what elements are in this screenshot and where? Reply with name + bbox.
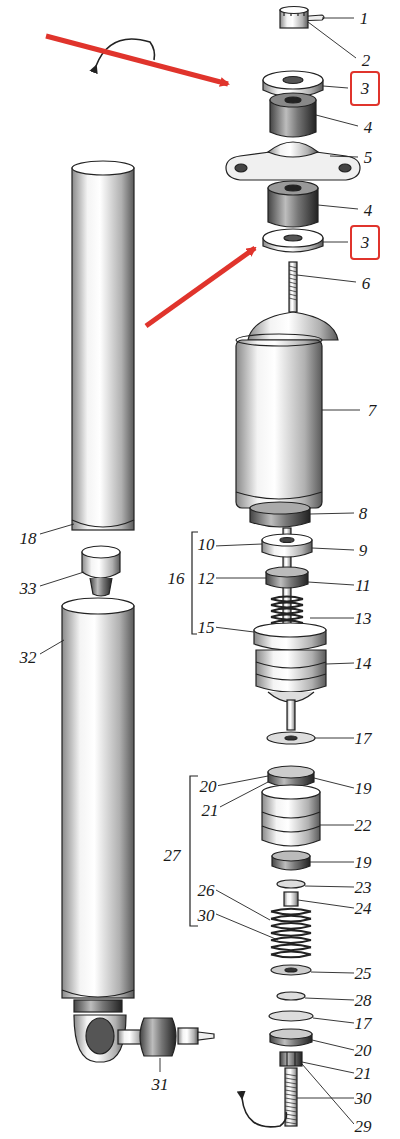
thread-line <box>285 1122 297 1124</box>
callout-number: 5 <box>363 149 374 166</box>
thread-line <box>285 1074 297 1076</box>
outer-tube <box>72 161 134 530</box>
callout-number: 1 <box>359 10 370 27</box>
callout-number: 32 <box>19 649 38 666</box>
callout-number: 18 <box>19 530 38 547</box>
seal-ring <box>266 567 308 588</box>
callout-number: 15 <box>197 619 216 636</box>
thread-line <box>285 1086 297 1088</box>
thread-line <box>285 1094 297 1096</box>
thread-line <box>289 290 297 292</box>
eye-bushing <box>118 1018 214 1056</box>
washer <box>267 732 315 744</box>
reservoir-tube <box>62 598 134 998</box>
nut <box>280 1052 302 1066</box>
callout-number: 20 <box>354 1042 373 1059</box>
callout-number: 4 <box>363 119 374 136</box>
callout-number: 2 <box>361 52 372 69</box>
callout-number: 17 <box>354 730 373 747</box>
thread-line <box>285 1090 297 1092</box>
callout-number: 22 <box>354 817 373 834</box>
callout-number: 16 <box>167 570 186 587</box>
callout-number: 27 <box>163 847 182 864</box>
rubber-bushing <box>270 93 316 137</box>
washer <box>269 1011 313 1021</box>
base-valve <box>82 546 120 596</box>
ring <box>250 502 310 527</box>
thread-line <box>289 274 297 276</box>
callout-number: 26 <box>197 882 216 899</box>
callout-number: 4 <box>363 202 374 219</box>
coil-spring <box>271 909 311 958</box>
callout-number: 29 <box>354 1118 373 1135</box>
callout-number: 3 <box>361 80 370 97</box>
valve-plate <box>270 1029 312 1046</box>
callout-number: 28 <box>354 992 373 1009</box>
sleeve <box>284 892 298 906</box>
leader-lines <box>40 18 360 1124</box>
thread-line <box>285 1102 297 1104</box>
callout-number: 25 <box>354 965 373 982</box>
piston-rod <box>289 262 297 312</box>
valve-housing <box>262 785 320 846</box>
callout-number: 3 <box>361 234 370 251</box>
callout-number: 21 <box>201 802 220 819</box>
valve-plate <box>268 766 314 787</box>
thread-line <box>285 1098 297 1100</box>
thread-line <box>289 298 297 300</box>
callout-number: 8 <box>358 505 369 522</box>
callout-number: 33 <box>19 580 38 597</box>
thread-line <box>289 294 297 296</box>
thread-line <box>285 1082 297 1084</box>
washer <box>277 880 305 888</box>
callout-number: 17 <box>354 1015 373 1032</box>
castle-nut <box>280 7 308 29</box>
callout-number: 13 <box>354 610 373 627</box>
callout-number: 30 <box>354 1090 373 1107</box>
thread-line <box>289 282 297 284</box>
callout-number: 30 <box>197 907 216 924</box>
callout-number: 11 <box>354 577 372 594</box>
thread-line <box>289 270 297 272</box>
thread-line <box>289 266 297 268</box>
callout-number: 24 <box>354 900 373 917</box>
thread-line <box>285 1106 297 1108</box>
callout-number: 14 <box>354 655 373 672</box>
highlight-box: 3 <box>350 71 380 106</box>
mounting-bracket <box>226 142 360 180</box>
callout-number: 20 <box>199 778 218 795</box>
callout-number: 10 <box>197 536 216 553</box>
callout-number: 7 <box>367 402 378 419</box>
highlight-box: 3 <box>350 225 380 260</box>
piston <box>256 650 326 702</box>
callout-number: 19 <box>354 780 373 797</box>
callout-number: 9 <box>358 542 369 559</box>
seal-ring <box>262 534 312 557</box>
callout-number: 31 <box>151 1076 170 1093</box>
coil-spring <box>271 597 303 626</box>
washer <box>277 992 305 1000</box>
valve-body <box>254 623 326 650</box>
callout-number: 12 <box>197 570 216 587</box>
thread-line <box>285 1110 297 1112</box>
callout-number: 6 <box>361 275 372 292</box>
thread-line <box>285 1078 297 1080</box>
thread-line <box>285 1118 297 1120</box>
rubber-bushing <box>268 181 318 227</box>
callout-number: 23 <box>354 879 373 896</box>
ring <box>272 851 310 870</box>
callout-number: 19 <box>354 854 373 871</box>
washer <box>271 965 311 975</box>
cup-washer <box>263 229 323 252</box>
thread-line <box>289 286 297 288</box>
callout-number: 21 <box>354 1065 373 1082</box>
thread-line <box>289 278 297 280</box>
